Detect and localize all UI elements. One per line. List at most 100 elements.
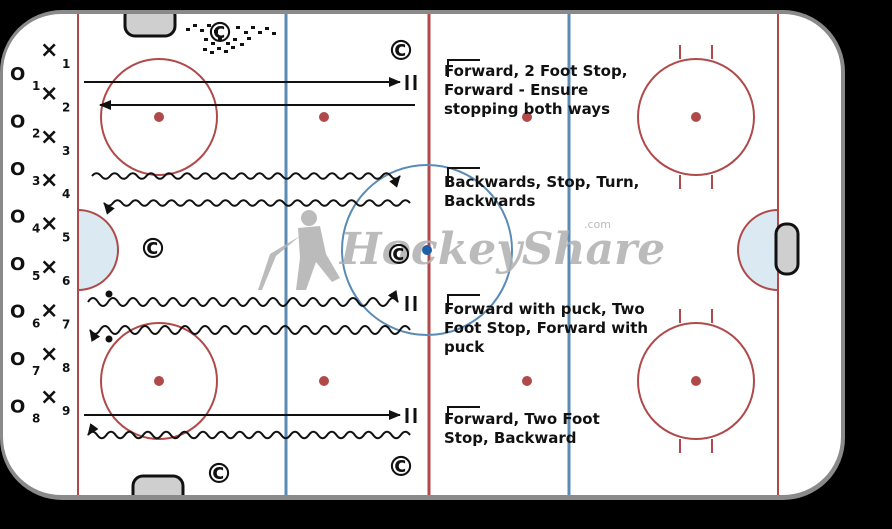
puck-icon [217,47,221,50]
puck-icon [240,43,244,46]
center-faceoff-dot [422,245,432,255]
player-x: × [40,385,58,410]
note-bracket [447,167,480,185]
faceoff-dot [154,112,164,122]
player-o: O [10,397,25,418]
player-x-number: 6 [62,274,70,288]
drill-note-4: Forward, Two Foot Stop, Backward [444,406,600,447]
player-o: O [10,302,25,323]
puck-path-wave [87,290,399,307]
backward-path-wave [103,199,411,215]
coach-marker: © [387,450,415,483]
faceoff-dot [691,376,701,386]
note-bracket [447,294,480,312]
player-x: × [40,212,58,237]
note-bracket [447,59,480,77]
puck-icon [251,26,255,29]
drill-3-line-3: puck [444,338,485,356]
puck-icon [244,31,248,34]
player-x-number: 4 [62,187,70,201]
center-faceoff-circle [341,164,513,336]
puck-icon [211,42,215,45]
player-x-number: 7 [62,317,70,331]
puck-icon [200,29,204,32]
coach-marker: © [385,238,413,271]
player-x-number: 2 [62,100,70,114]
player-o-number: 5 [32,269,40,283]
faceoff-dot [691,112,701,122]
puck-icon [226,42,230,45]
drill-1-line-1: Forward, 2 Foot Stop, [444,62,627,80]
faceoff-circle-top-left [100,58,218,176]
drill-3-line-1: Forward with puck, Two [444,300,645,318]
player-o-number: 2 [32,127,40,141]
puck-icon [231,46,235,49]
faceoff-dot [522,376,532,386]
coach-marker: © [205,457,233,490]
player-o-number: 4 [32,222,40,236]
watermark-text: HockeyShare [338,224,665,275]
player-o: O [10,349,25,370]
puck-icon [236,26,240,29]
drill-2-line-2: Backwards [444,192,536,210]
note-bracket [447,406,480,424]
faceoff-dot [319,376,329,386]
puck-icon [258,31,262,34]
puck-icon [207,24,211,27]
puck-icon [193,24,197,27]
ice-surface [3,14,841,495]
player-x-number: 8 [62,361,70,375]
watermark-suffix: .com [584,218,611,231]
player-o-number: 8 [32,412,40,426]
faceoff-dot [154,376,164,386]
drill-3-line-2: Foot Stop, Forward with [444,319,648,337]
hockeyshare-watermark: HockeyShare .com [258,210,665,290]
player-x: × [40,81,58,106]
backward-path-wave [87,423,411,440]
drill-paths [84,75,417,440]
puck-icon [214,30,218,33]
drill-2-line-1: Backwards, Stop, Turn, [444,173,639,191]
player-o: O [10,207,25,228]
player-x: × [40,168,58,193]
player-x-number: 3 [62,144,70,158]
top-net [123,14,177,38]
player-o: O [10,64,25,85]
player-o-number: 6 [32,317,40,331]
puck-icon [105,290,113,298]
puck-icon [105,335,113,343]
right-net [774,222,800,276]
puck-icon [204,38,208,41]
faceoff-dot [522,112,532,122]
drill-note-3: Forward with puck, Two Foot Stop, Forwar… [444,294,648,356]
drill-1-line-3: stopping both ways [444,100,610,118]
player-o: O [10,112,25,133]
faceoff-circle-bottom-left [100,322,218,440]
faceoff-circle-top-right [637,58,755,176]
puck-path-wave [89,325,411,342]
puck-icon [233,38,237,41]
player-o-number: 7 [32,364,40,378]
drill-notes: Forward, 2 Foot Stop, Forward - Ensure s… [444,59,648,447]
right-circle-hash-marks [679,45,713,453]
puck-icon [186,28,190,31]
player-x-number: 5 [62,231,70,245]
player-o: O [10,254,25,275]
bottom-net [131,474,185,495]
drill-1-line-2: Forward - Ensure [444,81,588,99]
drill-4-line-2: Stop, Backward [444,429,576,447]
player-x-number: 1 [62,57,70,71]
player-o-number: 1 [32,79,40,93]
player-x: × [40,298,58,323]
player-x: × [40,125,58,150]
player-x: × [40,342,58,367]
puck-icon [272,32,276,35]
backward-path-wave [91,172,401,188]
drill-4-line-1: Forward, Two Foot [444,410,600,428]
puck-icon [224,50,228,53]
player-x: × [40,255,58,280]
puck-cluster [186,24,276,54]
